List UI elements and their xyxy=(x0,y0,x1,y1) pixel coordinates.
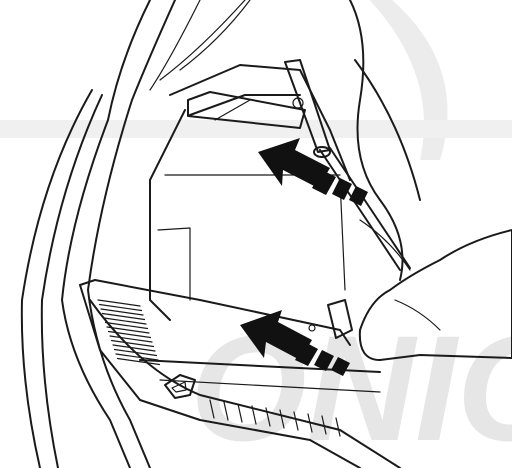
upper-arrow xyxy=(258,138,368,206)
side-trim-panel xyxy=(150,65,350,320)
upper-arrow-dash-3 xyxy=(349,186,368,206)
upper-arrow-dash-2 xyxy=(332,178,352,200)
